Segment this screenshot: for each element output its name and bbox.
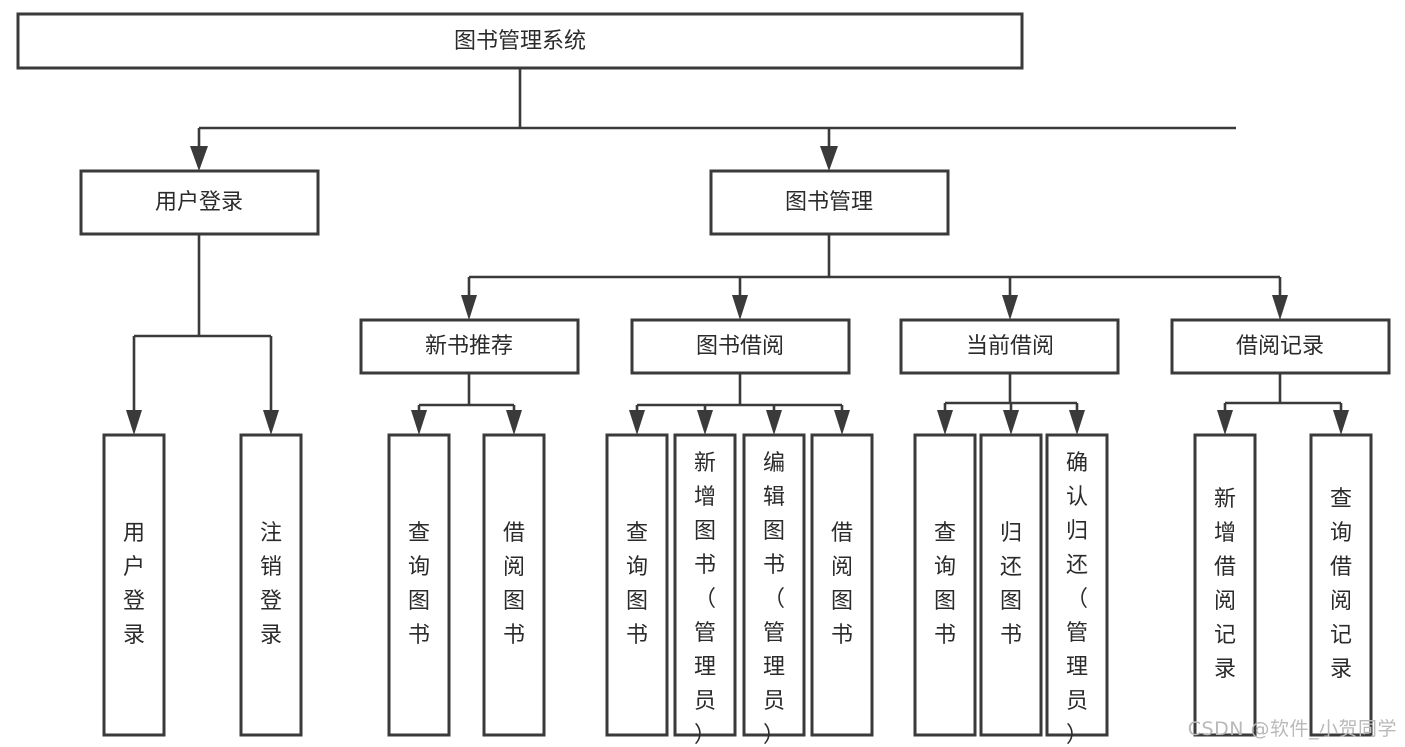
arrowhead-newbook — [461, 295, 477, 320]
node-book-borrow-box[interactable] — [630, 318, 851, 375]
arrowhead-bookmgmt — [820, 146, 838, 171]
leaf-borrow-book-newbook-label: 借阅图书 — [503, 521, 525, 648]
node-current-borrow[interactable]: 当前借阅 — [899, 318, 1120, 375]
leaf-borrow-book-newbook-box[interactable] — [482, 433, 546, 737]
leaf-logout-box[interactable] — [239, 433, 303, 737]
leaf-logout-label: 注销登录 — [260, 521, 282, 648]
connector-group-root — [190, 68, 1236, 171]
node-book-borrow-label: 图书借阅 — [696, 334, 784, 359]
leaf-user-login-box[interactable] — [102, 433, 166, 737]
leaf-query-book-newbook[interactable]: 查询图书 — [387, 433, 451, 737]
node-book-borrow[interactable]: 图书借阅 — [630, 318, 851, 375]
leaf-query-borrow-record[interactable]: 查询借阅记录 — [1309, 433, 1373, 737]
leaf-return-book-label: 归还图书 — [1000, 521, 1022, 648]
connector-group-borrow — [629, 373, 850, 435]
leaf-add-book-admin-label: 新增图书（管理员） — [694, 451, 716, 747]
node-user-login-label: 用户登录 — [155, 190, 243, 215]
leaf-query-book-current[interactable]: 查询图书 — [913, 433, 977, 737]
leaf-query-book-newbook-label: 查询图书 — [408, 521, 430, 648]
leaf-query-book-borrow[interactable]: 查询图书 — [605, 433, 669, 737]
node-new-book-recommend[interactable]: 新书推荐 — [359, 318, 580, 375]
arrowhead-borrow-leaf1 — [629, 410, 645, 435]
leaf-add-borrow-record-label: 新增借阅记录 — [1214, 487, 1236, 682]
node-new-book-recommend-label: 新书推荐 — [425, 334, 513, 359]
node-root-box[interactable] — [16, 12, 1024, 70]
connector-group-newbook — [411, 373, 522, 435]
node-borrow-record[interactable]: 借阅记录 — [1170, 318, 1391, 375]
node-book-management-label: 图书管理 — [785, 190, 873, 215]
arrowhead-newbook-leaf1 — [411, 410, 427, 435]
node-book-management-box[interactable] — [709, 169, 950, 236]
node-current-borrow-label: 当前借阅 — [966, 334, 1054, 359]
leaf-add-borrow-record[interactable]: 新增借阅记录 — [1193, 433, 1257, 737]
arrowhead-newbook-leaf2 — [506, 410, 522, 435]
node-new-book-recommend-box[interactable] — [359, 318, 580, 375]
leaf-query-book-newbook-box[interactable] — [387, 433, 451, 737]
arrowhead-current — [1002, 295, 1018, 320]
arrowhead-record-leaf2 — [1333, 410, 1349, 435]
connector-group-userlogin — [126, 234, 279, 435]
arrowhead-userlogin — [190, 146, 208, 171]
node-borrow-record-label: 借阅记录 — [1236, 334, 1324, 359]
leaf-add-book-admin-box[interactable] — [673, 433, 737, 737]
leaf-edit-book-admin-label: 编辑图书（管理员） — [763, 451, 785, 747]
arrowhead-record-leaf1 — [1217, 410, 1233, 435]
leaf-borrow-book-box[interactable] — [810, 433, 874, 737]
leaf-query-book-current-label: 查询图书 — [934, 521, 956, 648]
arrowhead-record — [1272, 295, 1288, 320]
leaf-add-borrow-record-box[interactable] — [1193, 433, 1257, 737]
leaf-borrow-book[interactable]: 借阅图书 — [810, 433, 874, 737]
leaf-return-book-box[interactable] — [979, 433, 1043, 737]
arrowhead-borrow-leaf4 — [834, 410, 850, 435]
arrowhead-current-leaf2 — [1003, 410, 1019, 435]
leaf-query-borrow-record-label: 查询借阅记录 — [1330, 487, 1352, 682]
node-user-login[interactable]: 用户登录 — [79, 169, 320, 236]
leaf-query-borrow-record-box[interactable] — [1309, 433, 1373, 737]
leaf-add-book-admin[interactable]: 新增图书（管理员） — [673, 433, 737, 747]
leaf-borrow-book-label: 借阅图书 — [831, 521, 853, 648]
node-user-login-box[interactable] — [79, 169, 320, 236]
arrowhead-leaf-user-login — [126, 410, 142, 435]
arrowhead-current-leaf1 — [937, 410, 953, 435]
leaf-query-book-borrow-box[interactable] — [605, 433, 669, 737]
leaf-confirm-return-admin[interactable]: 确认归还（管理员） — [1045, 433, 1109, 747]
arrowhead-borrow-leaf3 — [766, 410, 782, 435]
connector-group-record — [1217, 373, 1349, 435]
leaf-user-login[interactable]: 用户登录 — [102, 433, 166, 737]
leaf-query-book-current-box[interactable] — [913, 433, 977, 737]
connector-group-current — [937, 373, 1085, 435]
leaf-user-login-label: 用户登录 — [123, 521, 145, 648]
arrowhead-borrow — [732, 295, 748, 320]
node-root[interactable]: 图书管理系统 — [16, 12, 1024, 70]
leaf-query-book-borrow-label: 查询图书 — [626, 521, 648, 648]
leaf-edit-book-admin-box[interactable] — [742, 433, 806, 737]
leaf-edit-book-admin[interactable]: 编辑图书（管理员） — [742, 433, 806, 747]
node-current-borrow-box[interactable] — [899, 318, 1120, 375]
leaf-borrow-book-newbook[interactable]: 借阅图书 — [482, 433, 546, 737]
arrowhead-current-leaf3 — [1069, 410, 1085, 435]
node-borrow-record-box[interactable] — [1170, 318, 1391, 375]
connector-group-bookmgmt — [461, 234, 1288, 320]
leaf-confirm-return-admin-label: 确认归还（管理员） — [1066, 451, 1088, 747]
node-root-label: 图书管理系统 — [454, 29, 586, 54]
node-book-management[interactable]: 图书管理 — [709, 169, 950, 236]
arrowhead-borrow-leaf2 — [697, 410, 713, 435]
leaf-logout[interactable]: 注销登录 — [239, 433, 303, 737]
leaf-confirm-return-admin-box[interactable] — [1045, 433, 1109, 737]
arrowhead-leaf-logout — [263, 410, 279, 435]
leaf-return-book[interactable]: 归还图书 — [979, 433, 1043, 737]
